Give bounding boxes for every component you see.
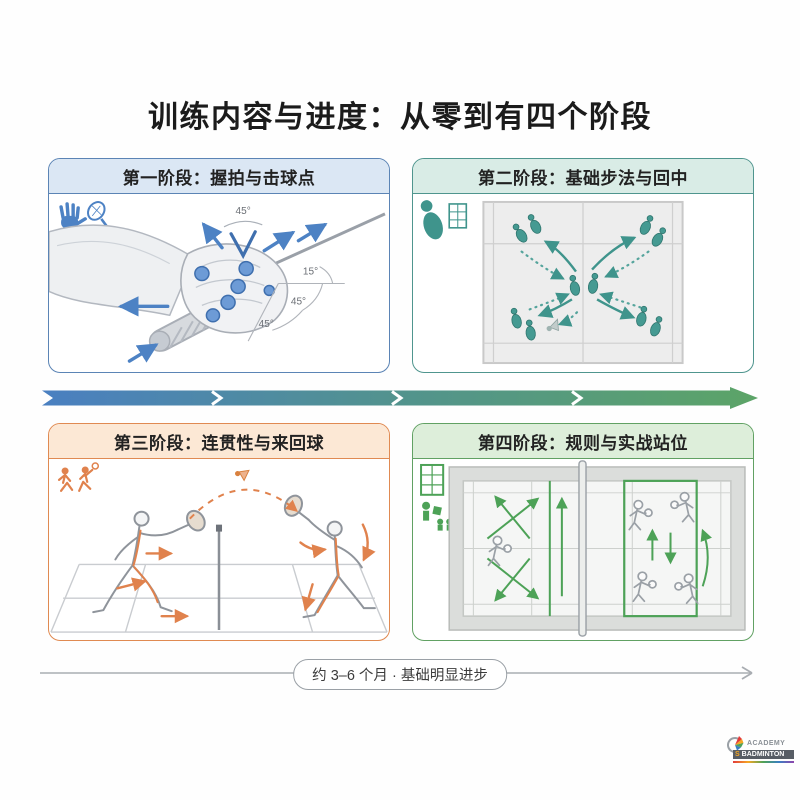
panel-stage2-title: 第二阶段：基础步法与回中 — [478, 168, 688, 188]
return-arrows — [520, 250, 650, 327]
panel-stage2: 第二阶段：基础步法与回中 — [412, 158, 754, 373]
drill-arrows-left — [486, 480, 568, 617]
angle-label-top: 45° — [236, 206, 251, 217]
panel-stage3-header: 第三阶段：连贯性与来回球 — [49, 424, 389, 459]
page-title: 训练内容与进度：从零到有四个阶段 — [148, 101, 652, 134]
net — [578, 460, 587, 637]
shuttle-trajectory — [189, 488, 298, 520]
footwork-illustration — [415, 197, 684, 365]
segment-chevrons — [211, 390, 584, 406]
direction-arrows — [118, 222, 328, 363]
logo-badminton-text: BADMINTON — [741, 751, 785, 758]
logo-academy-text: ACADEMY — [747, 740, 786, 747]
panel-stage3-content — [49, 459, 389, 640]
grip-illustration: 45° 15° 45° 45° — [49, 201, 386, 363]
shuttle-icon — [546, 318, 559, 332]
v-grip-mark — [223, 220, 263, 260]
net — [215, 524, 223, 631]
panel-stage2-content — [413, 194, 753, 372]
forearm — [49, 224, 195, 317]
angle-label-mid: 45° — [291, 296, 306, 307]
panel-stage1-header: 第一阶段：握拍与击球点 — [49, 159, 389, 194]
hand-icon — [59, 202, 87, 229]
player-left-accents — [132, 529, 159, 604]
shuttlecock-logo-icon — [727, 736, 744, 753]
shuttle-icon — [235, 469, 250, 482]
panel-stage1-content: 45° 15° 45° 45° — [49, 194, 389, 372]
rally-players-icon — [57, 462, 100, 492]
player-left — [92, 509, 206, 614]
angle-label-bottom: 45° — [259, 319, 274, 330]
coach-team-icon — [422, 501, 453, 531]
panel-stage4: 第四阶段：规则与实战站位 — [412, 423, 754, 641]
player-left-arrows — [116, 546, 190, 624]
panel-stage2-header: 第二阶段：基础步法与回中 — [413, 159, 753, 194]
player-right-arrows — [299, 523, 376, 612]
panel-stage1-title: 第一阶段：握拍与击球点 — [122, 168, 316, 188]
doubles-zone — [623, 479, 712, 618]
logo-color-strip — [733, 761, 794, 763]
panel-stage1: 第一阶段：握拍与击球点 — [48, 158, 390, 373]
panel-stage4-title: 第四阶段：规则与实战站位 — [478, 433, 688, 453]
progress-arrow — [42, 387, 758, 409]
timeline-arrowhead — [741, 666, 753, 680]
angle-label-shaft: 15° — [303, 267, 318, 278]
timeline-label: 约 3–6 个月 · 基础明显进步 — [293, 659, 507, 690]
player-right-accents — [316, 537, 340, 614]
court-grid-icon — [448, 203, 468, 229]
logo-badminton-bar: S BADMINTON — [733, 750, 794, 759]
panel-stage3-title: 第三阶段：连贯性与来回球 — [114, 433, 324, 453]
progress-arrow-graphic — [42, 387, 758, 409]
positioning-illustration — [420, 460, 746, 637]
panel-stage4-content — [413, 459, 753, 640]
court-icon — [420, 463, 445, 496]
panel-stage4-header: 第四阶段：规则与实战站位 — [413, 424, 753, 459]
rally-illustration — [50, 462, 388, 633]
logo-prefix: S — [735, 751, 740, 758]
angle-annotations — [247, 266, 345, 342]
brand-logo: ACADEMY S BADMINTON — [726, 735, 794, 767]
panel-stage3: 第三阶段：连贯性与来回球 — [48, 423, 390, 641]
footwork-icon — [415, 197, 447, 242]
